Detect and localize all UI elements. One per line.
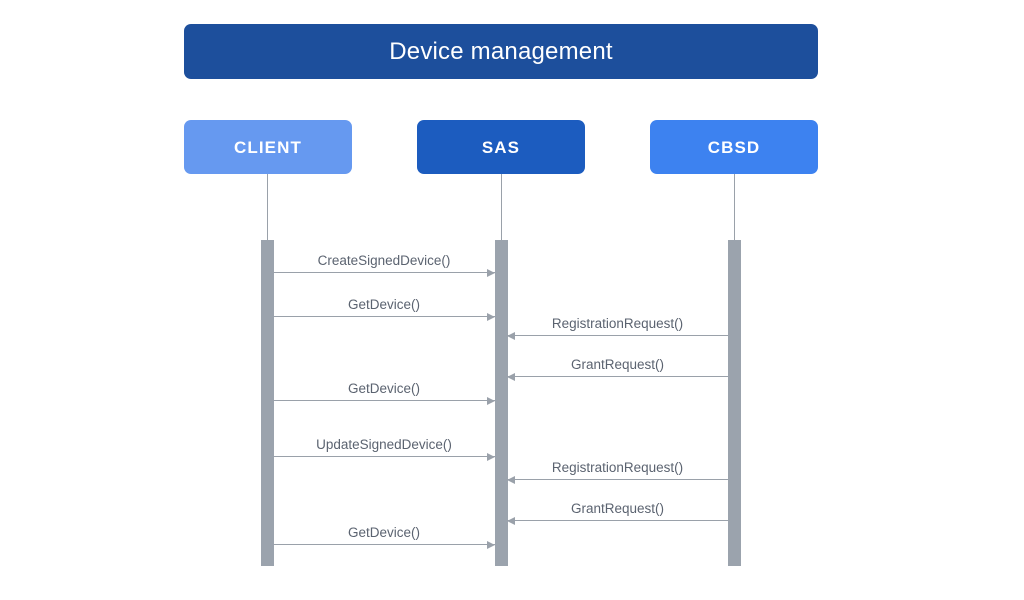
- arrowhead-right-icon: [487, 268, 495, 277]
- message-line: [273, 544, 495, 545]
- arrowhead-left-icon: [507, 372, 515, 381]
- diagram-title-banner: Device management: [184, 24, 818, 79]
- message-line: [273, 400, 495, 401]
- activation-bar-sas: [495, 240, 508, 566]
- message-line: [273, 272, 495, 273]
- lifeline-cbsd: [734, 174, 735, 240]
- message-line: [273, 316, 495, 317]
- arrowhead-right-icon: [487, 540, 495, 549]
- participant-label-sas: SAS: [481, 137, 521, 157]
- arrowhead-left-icon: [507, 516, 515, 525]
- diagram-title-text: Device management: [389, 37, 613, 65]
- arrowhead-left-icon: [507, 475, 515, 484]
- participant-box-sas[interactable]: SAS: [417, 120, 585, 174]
- message-line: [507, 520, 728, 521]
- message-line: [507, 479, 728, 480]
- message-label: RegistrationRequest(): [551, 459, 684, 475]
- message-label: GetDevice(): [347, 296, 420, 312]
- message-label: GrantRequest(): [570, 356, 665, 372]
- participant-label-cbsd: CBSD: [707, 137, 761, 157]
- message-line: [507, 376, 728, 377]
- lifeline-sas: [501, 174, 502, 240]
- participant-label-client: CLIENT: [234, 137, 302, 157]
- message-label: GrantRequest(): [570, 500, 665, 516]
- participant-box-client[interactable]: CLIENT: [184, 120, 352, 174]
- arrowhead-left-icon: [507, 331, 515, 340]
- arrowhead-right-icon: [487, 312, 495, 321]
- message-label: RegistrationRequest(): [551, 315, 684, 331]
- message-line: [507, 335, 728, 336]
- arrowhead-right-icon: [487, 396, 495, 405]
- participant-box-cbsd[interactable]: CBSD: [650, 120, 818, 174]
- message-label: UpdateSignedDevice(): [316, 436, 452, 452]
- message-line: [273, 456, 495, 457]
- activation-bar-cbsd: [728, 240, 741, 566]
- arrowhead-right-icon: [487, 452, 495, 461]
- message-label: GetDevice(): [347, 524, 420, 540]
- activation-bar-client: [261, 240, 274, 566]
- message-label: CreateSignedDevice(): [317, 252, 451, 268]
- lifeline-client: [267, 174, 268, 240]
- message-label: GetDevice(): [347, 380, 420, 396]
